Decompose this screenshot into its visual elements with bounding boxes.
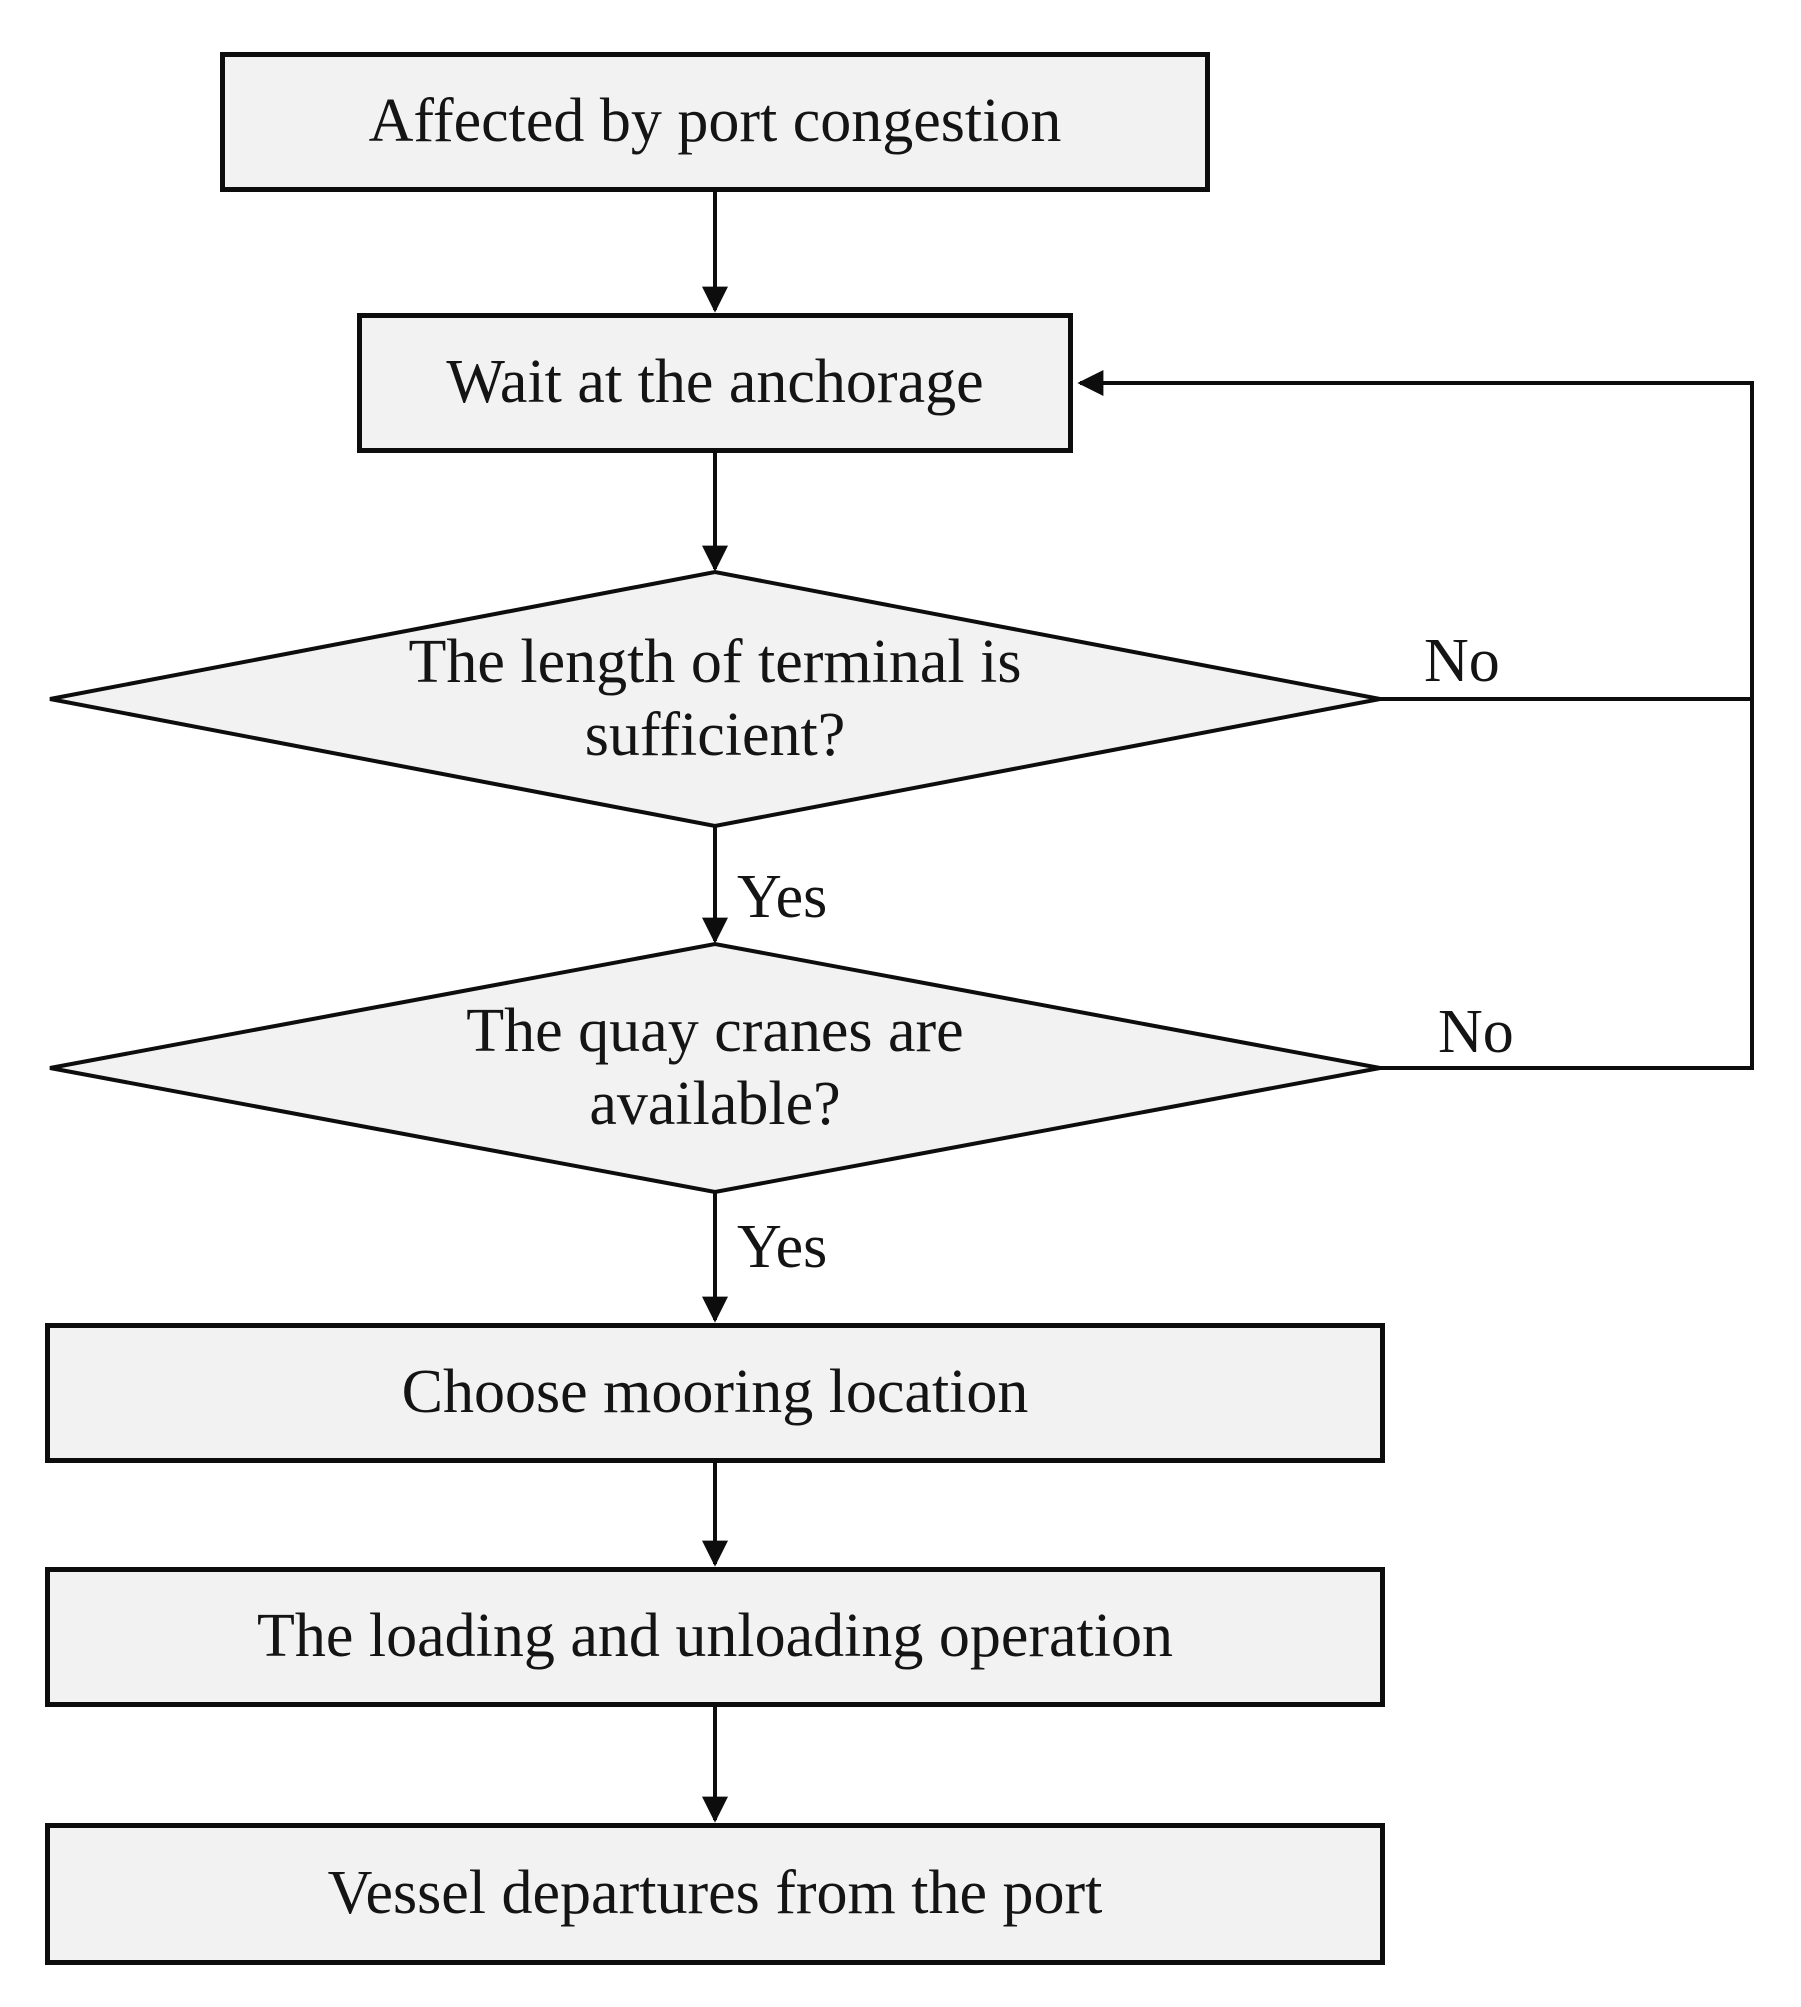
decision-terminal-length-label: The length of terminal is sufficient? xyxy=(408,627,1022,769)
decision-quay-cranes-diamond xyxy=(49,941,1381,1195)
decision-quay-cranes-label: The quay cranes are available? xyxy=(466,996,964,1138)
node-choose-mooring-location: Choose mooring location xyxy=(45,1323,1385,1463)
edge-terminal-length-no-loop-to-wait xyxy=(1077,370,1754,1070)
branch-label-no-quay-cranes: No xyxy=(1438,998,1514,1066)
node-affected-by-port-congestion: Affected by port congestion xyxy=(220,52,1210,192)
node-loading-unloading-operation: The loading and unloading operation xyxy=(45,1567,1385,1707)
decision-terminal-length-diamond xyxy=(49,569,1381,829)
branch-label-yes-quay-cranes: Yes xyxy=(737,1213,828,1281)
node-vessel-departures: Vessel departures from the port xyxy=(45,1823,1385,1965)
branch-label-no-terminal-length: No xyxy=(1424,627,1500,695)
branch-label-yes-terminal-length: Yes xyxy=(737,863,828,931)
node-wait-at-anchorage: Wait at the anchorage xyxy=(357,313,1073,453)
